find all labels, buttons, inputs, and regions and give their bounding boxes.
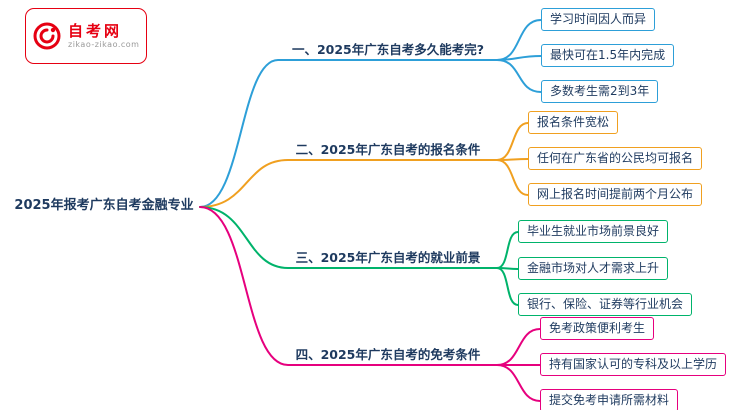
branch-3-leaf-line [496, 267, 519, 306]
branch-2-label: 二、2025年广东自考的报名条件 [295, 142, 481, 157]
branch-4-label: 四、2025年广东自考的免考条件 [295, 347, 481, 362]
logo-title: 自考网 [68, 21, 123, 40]
branch-2-leaf-line [496, 122, 529, 161]
logo-text-block: 自考网 zikao-zikao.com [68, 22, 139, 51]
logo-subtitle: zikao-zikao.com [68, 40, 140, 50]
leaf-node: 免考政策便利考生 [540, 317, 655, 340]
root-topic: 2025年报考广东自考金融专业 [14, 198, 194, 213]
leaf-node: 多数考生需2到3年 [541, 80, 659, 103]
logo-icon [33, 22, 61, 50]
leaf-node: 金融市场对人才需求上升 [518, 257, 669, 280]
branch-4-leaf-line [496, 364, 541, 402]
branch-3-label: 三、2025年广东自考的就业前景 [295, 250, 481, 265]
leaf-node: 最快可在1.5年内完成 [541, 44, 675, 67]
branch-1-leaf-line [496, 59, 542, 93]
branch-1-label: 一、2025年广东自考多久能考完? [291, 42, 485, 57]
branch-2-leaf-line [496, 158, 529, 161]
leaf-node: 持有国家认可的专科及以上学历 [540, 353, 727, 376]
leaf-node: 毕业生就业市场前景良好 [518, 220, 669, 243]
branch-3-leaf-line [496, 231, 519, 269]
branch-4-trunk-line [199, 206, 498, 366]
branch-4-leaf-line [496, 328, 541, 366]
leaf-node: 提交免考申请所需材料 [540, 389, 679, 410]
leaf-node: 网上报名时间提前两个月公布 [528, 183, 703, 206]
branch-3-trunk-line [199, 206, 498, 269]
leaf-node: 任何在广东省的公民均可报名 [528, 147, 703, 170]
branch-1-trunk-line [199, 59, 498, 208]
leaf-node: 学习时间因人而异 [541, 8, 656, 31]
leaf-node: 报名条件宽松 [528, 111, 619, 134]
site-logo: 自考网 zikao-zikao.com [25, 8, 147, 64]
branch-1-leaf-line [496, 19, 542, 61]
branch-2-trunk-line [199, 159, 498, 208]
leaf-node: 银行、保险、证券等行业机会 [518, 293, 693, 316]
branch-2-leaf-line [496, 159, 529, 196]
